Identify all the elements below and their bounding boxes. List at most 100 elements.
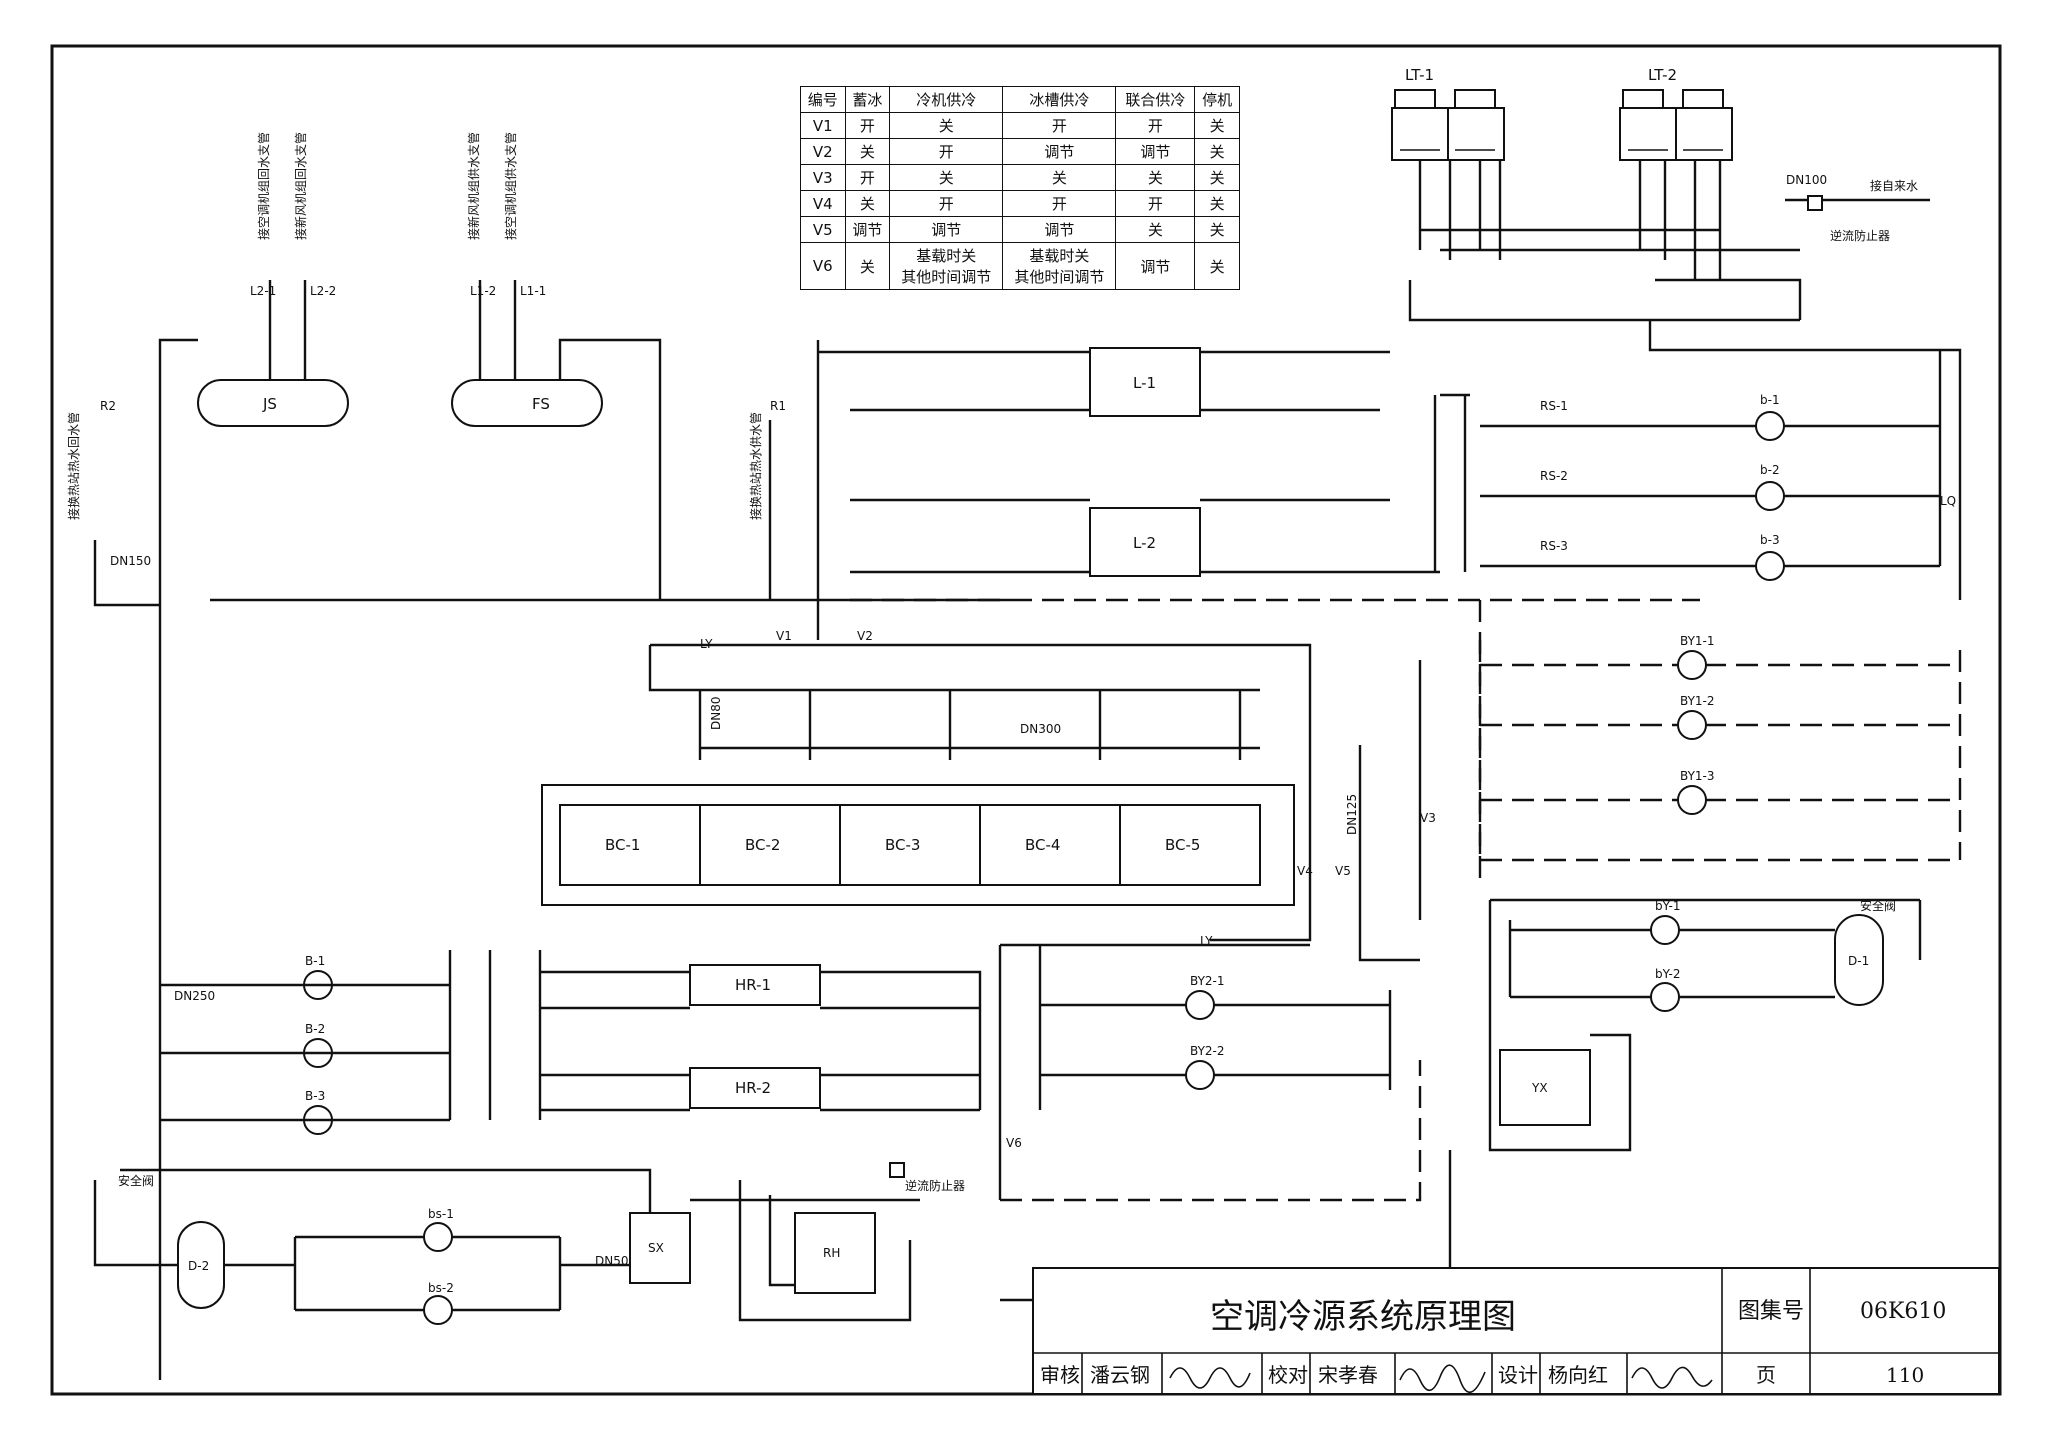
line-label-lq: LQ — [1940, 494, 1956, 508]
valve-table-cell: 开 — [889, 190, 1004, 217]
tank-yx — [1499, 1049, 1591, 1126]
valve-table-cell: 关 — [1002, 164, 1117, 191]
chiller-l1: L-1 — [1089, 347, 1201, 417]
line-label-r2: R2 — [100, 399, 116, 413]
safety-valve-label-left: 安全阀 — [118, 1173, 154, 1188]
cw-pump-b3-label: b-3 — [1760, 533, 1780, 547]
line-label-ly: LY — [700, 637, 713, 651]
tank-rh-label: RH — [823, 1246, 840, 1260]
valve-table-cell: 调节 — [1002, 138, 1117, 165]
line-label-l1-2: L1-2 — [470, 284, 496, 298]
line-label-l2-1: L2-1 — [250, 284, 276, 298]
line-label-l1-1: L1-1 — [520, 284, 546, 298]
cooling-tower-lt1: LT-1 — [1391, 66, 1505, 161]
valve-table-cell: 关 — [1194, 190, 1240, 217]
cw-pump-b3 — [1755, 551, 1785, 581]
valve-table-cell: 调节 — [1115, 138, 1196, 165]
makeup-right-group: bY-1 bY-2 D-1 YX 安全阀 — [1000, 898, 1922, 1302]
pipe-size-dn80: DN80 — [709, 697, 723, 731]
fs-branch-note-2: 接空调机组供水支管 — [503, 132, 518, 240]
valve-table-cell: 调节 — [844, 216, 891, 243]
atlas-number-label: 图集号 — [1738, 1299, 1804, 1324]
valve-table-cell: 关 — [1115, 164, 1196, 191]
pipe-size-dn125: DN125 — [1345, 794, 1359, 835]
page-label: 页 — [1756, 1363, 1776, 1387]
reviewer-name: 潘云钢 — [1090, 1363, 1150, 1387]
return-header-js: JS L2-1 L2-2 接空调机组回水支管 接新风机组回水支管 — [158, 132, 349, 427]
tank-d2-label: D-2 — [188, 1259, 209, 1273]
valve-table-cell: V5 — [800, 216, 846, 243]
reviewer-signature — [1169, 1367, 1251, 1389]
hr-pump-by2-1-label: BY2-1 — [1190, 974, 1225, 988]
ice-tank-bc-2 — [699, 804, 841, 886]
fs-branch-note-1: 接新风机组供水支管 — [466, 132, 481, 240]
valve-table-cell: 开 — [1115, 112, 1196, 139]
makeup-pump-bs2-label: bs-2 — [428, 1281, 454, 1295]
makeup-pump-bs1-label: bs-1 — [428, 1207, 454, 1221]
checker-name: 宋孝春 — [1318, 1363, 1378, 1387]
valve-table-header-3: 冰槽供冷 — [1002, 86, 1117, 113]
pipe-size-dn50: DN50 — [595, 1254, 629, 1268]
valve-table-cell: V2 — [800, 138, 846, 165]
line-label-l2-2: L2-2 — [310, 284, 336, 298]
pipe-size-dn300-mid: DN300 — [1020, 722, 1061, 736]
valve-table-cell: V6 — [800, 242, 846, 290]
designer-signature — [1631, 1366, 1713, 1389]
mid-hot-water-note: 接换热站热水供水管 — [748, 412, 763, 520]
backflow-preventer-top — [1807, 195, 1823, 211]
makeup-left-group: D-2 bs-1 bs-2 SX RH 安全阀 逆流防止器 DN50 — [93, 1162, 965, 1325]
city-water-label: 接自来水 — [1870, 178, 1918, 193]
line-label-r1: R1 — [770, 399, 786, 413]
filter-rs3-label: RS-3 — [1540, 539, 1568, 553]
pipe-size-dn250: DN250 — [174, 989, 215, 1003]
valve-v3-label: V3 — [1420, 811, 1436, 825]
ice-tank-label: BC-3 — [885, 836, 920, 854]
ice-tank-bc-5 — [1119, 804, 1261, 886]
valve-table-cell: 调节 — [889, 216, 1004, 243]
cw-pump-b2-label: b-2 — [1760, 463, 1780, 477]
valve-table-cell: 关 — [889, 164, 1004, 191]
valve-table-cell: 关 — [1194, 242, 1240, 290]
ice-tank-label: BC-4 — [1025, 836, 1060, 854]
cw-pump-group: b-1 b-2 b-3 RS-1 RS-2 RS-3 LQ — [1480, 350, 1956, 581]
supply-header-fs-label: FS — [532, 395, 550, 413]
valve-v5-label: V5 — [1335, 864, 1351, 878]
atlas-number: 06K610 — [1860, 1299, 1946, 1324]
glycol-pump-by1-2 — [1677, 710, 1707, 740]
valve-table-header-5: 停机 — [1194, 86, 1240, 113]
chiller-l2-label: L-2 — [1133, 534, 1156, 552]
valve-table-header-2: 冷机供冷 — [889, 86, 1004, 113]
valve-v1-label: V1 — [776, 629, 792, 643]
makeup-pump-by2 — [1650, 982, 1680, 1012]
valve-table-cell: 关 — [1194, 138, 1240, 165]
glycol-pump-by1-3 — [1677, 785, 1707, 815]
glycol-pump-label: BY1-1 — [1680, 634, 1715, 648]
valve-table-cell: 基载时关 其他时间调节 — [889, 242, 1004, 290]
filter-rs1-label: RS-1 — [1540, 399, 1568, 413]
valve-v2-label: V2 — [857, 629, 873, 643]
valve-table-cell: 调节 — [1115, 242, 1196, 290]
valve-table-cell: 开 — [1002, 112, 1117, 139]
glycol-pump-label: BY1-3 — [1680, 769, 1715, 783]
valve-table-cell: V3 — [800, 164, 846, 191]
left-hot-water-note: 接换热站热水回水管 — [66, 412, 81, 520]
cw-pump-b1-label: b-1 — [1760, 393, 1780, 407]
tank-rh — [794, 1212, 876, 1294]
valve-table-cell: 关 — [844, 190, 891, 217]
js-branch-note-1: 接空调机组回水支管 — [256, 132, 271, 240]
designer-name: 杨向红 — [1548, 1363, 1608, 1387]
title-block: 空调冷源系统原理图 图集号 06K610 审核 潘云钢 校对 宋孝春 设计 杨向… — [1032, 1267, 2000, 1395]
drawing-frame — [50, 44, 2002, 1396]
cooling-tower-lt1-label: LT-1 — [1405, 66, 1434, 84]
cooling-tower-lt2-label: LT-2 — [1648, 66, 1677, 84]
valve-table-cell: 开 — [1002, 190, 1117, 217]
valve-table-cell: 开 — [1115, 190, 1196, 217]
hr-pump-group: BY2-1 BY2-2 — [1040, 974, 1392, 1090]
